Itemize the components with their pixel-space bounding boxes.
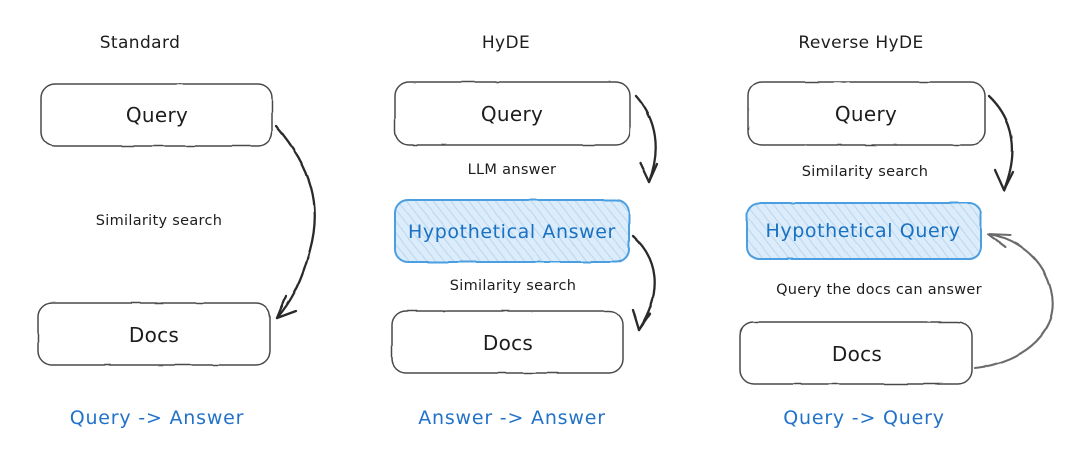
node-box-hyde-query[interactable]	[394, 81, 631, 146]
node-label-reverse-query: Query	[834, 102, 898, 126]
node-box-standard-docs[interactable]	[37, 302, 271, 366]
arrow-reverse-query-to-hypothetical	[987, 94, 1015, 192]
node-label-hyde-docs: Docs	[482, 331, 534, 355]
column-title-reverse-hyde: Reverse HyDE	[798, 33, 924, 53]
arrow-hyde-query-to-hypothetical	[634, 94, 659, 184]
node-label-hyde-query: Query	[480, 102, 544, 126]
node-label-reverse-docs: Docs	[831, 342, 883, 366]
edge-label-standard-similarity-search: Similarity search	[95, 213, 223, 229]
edge-label-reverse-query-the-docs-can-answer: Query the docs can answer	[776, 282, 982, 298]
edge-label-hyde-llm-answer: LLM answer	[467, 162, 557, 178]
node-label-standard-docs: Docs	[128, 323, 180, 347]
node-box-reverse-docs[interactable]	[739, 321, 973, 385]
node-box-hyde-hypothetical-answer[interactable]	[394, 199, 630, 263]
arrow-reverse-docs-to-hypothetical	[973, 232, 1054, 370]
caption-reverse-hyde: Query -> Query	[783, 407, 945, 429]
node-label-standard-query: Query	[125, 103, 189, 127]
edge-label-hyde-similarity-search: Similarity search	[449, 278, 577, 294]
caption-standard: Query -> Answer	[69, 407, 245, 429]
arrow-hyde-hypothetical-to-docs	[631, 234, 656, 332]
node-box-reverse-query[interactable]	[747, 81, 986, 146]
arrow-standard-query-to-docs	[274, 124, 316, 320]
column-title-standard: Standard	[99, 33, 181, 53]
node-box-reverse-hypothetical-query[interactable]	[746, 202, 982, 260]
caption-hyde: Answer -> Answer	[418, 407, 606, 429]
node-label-reverse-hypothetical-query: Hypothetical Query	[765, 220, 961, 242]
node-label-hyde-hypothetical-answer: Hypothetical Answer	[408, 221, 616, 243]
node-box-standard-query[interactable]	[40, 83, 273, 147]
node-box-hyde-docs[interactable]	[391, 310, 624, 374]
column-title-hyde: HyDE	[481, 33, 531, 53]
edge-label-reverse-similarity-search: Similarity search	[801, 164, 929, 180]
